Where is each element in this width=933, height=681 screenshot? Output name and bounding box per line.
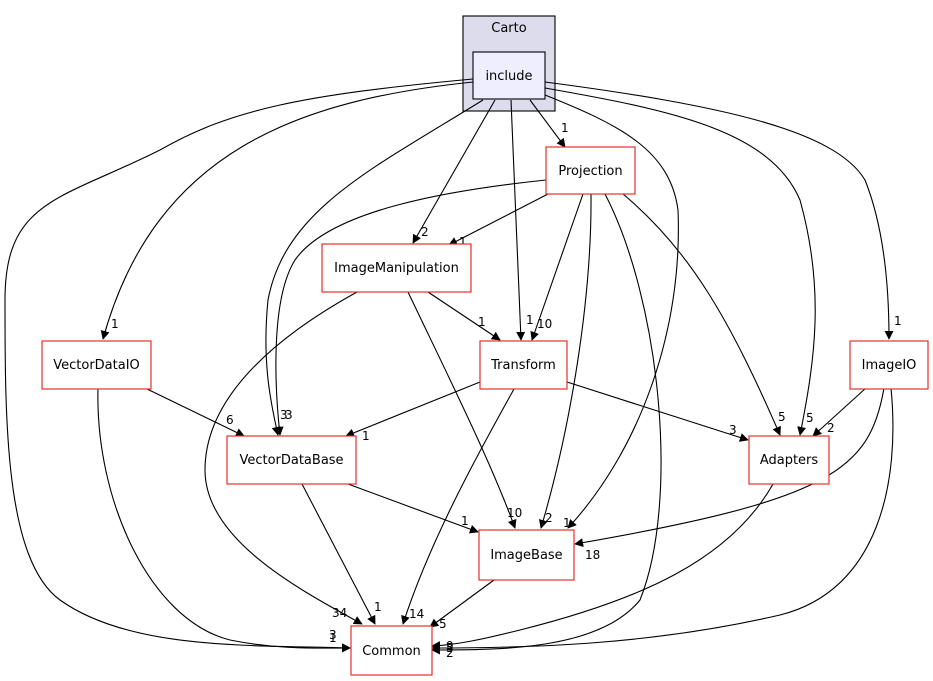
label-include-image-base: 1 [563, 516, 571, 530]
node-image-manipulation[interactable]: ImageManipulation [321, 243, 472, 293]
edge-image-manipulation-common [204, 291, 363, 625]
node-transform-box [479, 340, 568, 390]
label-transform-vector-data-base: 1 [362, 429, 370, 443]
node-adapters-box [748, 435, 830, 485]
label-include-projection: 1 [561, 121, 569, 135]
node-projection[interactable]: Projection [545, 146, 636, 195]
node-include-label: include [485, 69, 532, 84]
node-image-io-box [849, 340, 929, 390]
node-transform-label: Transform [490, 358, 556, 373]
edge-vector-data-io-common [97, 387, 351, 653]
label-projection-adapters: 5 [778, 410, 786, 424]
node-vector-data-base[interactable]: VectorDataBase [226, 435, 357, 485]
node-projection-box [545, 146, 636, 195]
label-include-transform: 1 [526, 313, 534, 327]
edge-transform-vector-data-base [345, 381, 481, 438]
node-adapters[interactable]: Adapters [748, 435, 830, 485]
edge-include-vector-data-base [265, 99, 484, 436]
edge-projection-adapters [622, 193, 781, 436]
label-include-vector-data-base: 3 [280, 408, 288, 422]
edge-image-base-common [429, 579, 495, 628]
label-projection-transform: 10 [537, 317, 552, 331]
edge-projection-image-base [538, 193, 592, 529]
node-common-box [350, 625, 433, 676]
edge-vector-data-base-common [301, 483, 376, 625]
label-transform-adapters: 3 [729, 423, 737, 437]
edge-image-io-adapters [812, 387, 867, 437]
label-projection-vector-data-base: 3 [285, 408, 293, 422]
node-image-base[interactable]: ImageBase [478, 529, 575, 581]
node-image-manipulation-label: ImageManipulation [334, 261, 459, 276]
node-common[interactable]: Common [350, 625, 433, 676]
node-adapters-label: Adapters [760, 453, 819, 468]
edge-projection-transform [530, 193, 584, 341]
node-transform[interactable]: Transform [479, 340, 568, 390]
edge-vector-data-io-vector-data-base [144, 387, 245, 437]
edge-projection-image-manipulation [448, 193, 549, 246]
node-image-io-label: ImageIO [862, 358, 917, 373]
label-include-adapters: 5 [806, 411, 814, 425]
edge-include-transform [510, 99, 526, 341]
label-adapters-common: 9 [446, 639, 454, 653]
edge-include-image-manipulation [412, 99, 496, 244]
label-include-image-manipulation: 2 [421, 225, 429, 239]
label-include-image-io: 1 [894, 314, 902, 328]
edge-labels: 1 2 1 1 1 3 5 1 1 1 10 3 5 2 5 1 10 34 1… [111, 121, 902, 660]
node-vector-data-io-label: VectorDataIO [53, 358, 140, 373]
node-vector-data-base-label: VectorDataBase [239, 453, 343, 468]
edge-image-io-common [431, 387, 894, 653]
node-vector-data-io[interactable]: VectorDataIO [41, 340, 152, 390]
label-vector-data-io-vector-data-base: 6 [226, 413, 234, 427]
edge-include-vector-data-io [100, 81, 474, 340]
label-vector-data-io-common: 3 [329, 628, 337, 642]
node-include-box [472, 51, 546, 100]
label-image-base-common: 5 [439, 617, 447, 631]
node-image-base-label: ImageBase [490, 548, 562, 563]
edge-adapters-common [431, 483, 774, 651]
label-image-manipulation-common: 34 [332, 606, 347, 620]
edge-include-image-base [544, 94, 679, 529]
edge-include-common [4, 78, 474, 653]
node-common-label: Common [362, 644, 421, 659]
edge-transform-common [401, 388, 515, 625]
edge-image-manipulation-image-base [407, 291, 517, 529]
node-image-manipulation-box [321, 243, 472, 293]
node-vector-data-base-box [226, 435, 357, 485]
edge-include-image-io [544, 81, 894, 340]
label-vector-data-base-common: 1 [374, 600, 382, 614]
edge-include-adapters [544, 87, 816, 436]
node-projection-label: Projection [558, 164, 622, 179]
node-image-base-box [478, 529, 575, 581]
cluster-carto-label: Carto [491, 21, 526, 36]
label-image-io-image-base: 18 [585, 548, 600, 562]
label-include-vector-data-io: 1 [111, 317, 119, 331]
label-vector-data-base-image-base: 1 [461, 514, 469, 528]
edge-include-projection [529, 99, 566, 148]
label-projection-image-manipulation: 1 [459, 235, 467, 249]
edge-image-io-image-base [574, 387, 885, 548]
node-image-io[interactable]: ImageIO [849, 340, 929, 390]
edge-transform-adapters [566, 381, 749, 442]
label-projection-image-base: 2 [545, 511, 553, 525]
label-image-io-adapters: 2 [827, 421, 835, 435]
label-image-io-common: 2 [446, 646, 454, 660]
label-include-common: 1 [329, 631, 337, 645]
label-image-manipulation-image-base: 10 [507, 506, 522, 520]
edge-image-manipulation-transform [427, 291, 501, 341]
node-vector-data-io-box [41, 340, 152, 390]
node-include[interactable]: include [472, 51, 546, 100]
label-transform-common: 14 [409, 607, 424, 621]
label-projection-common: 5 [446, 641, 454, 655]
edge-vector-data-base-image-base [347, 483, 479, 534]
edge-projection-vector-data-base [274, 179, 547, 436]
edge-projection-common [431, 193, 662, 655]
label-image-manipulation-transform: 1 [478, 315, 486, 329]
edges [4, 78, 894, 655]
